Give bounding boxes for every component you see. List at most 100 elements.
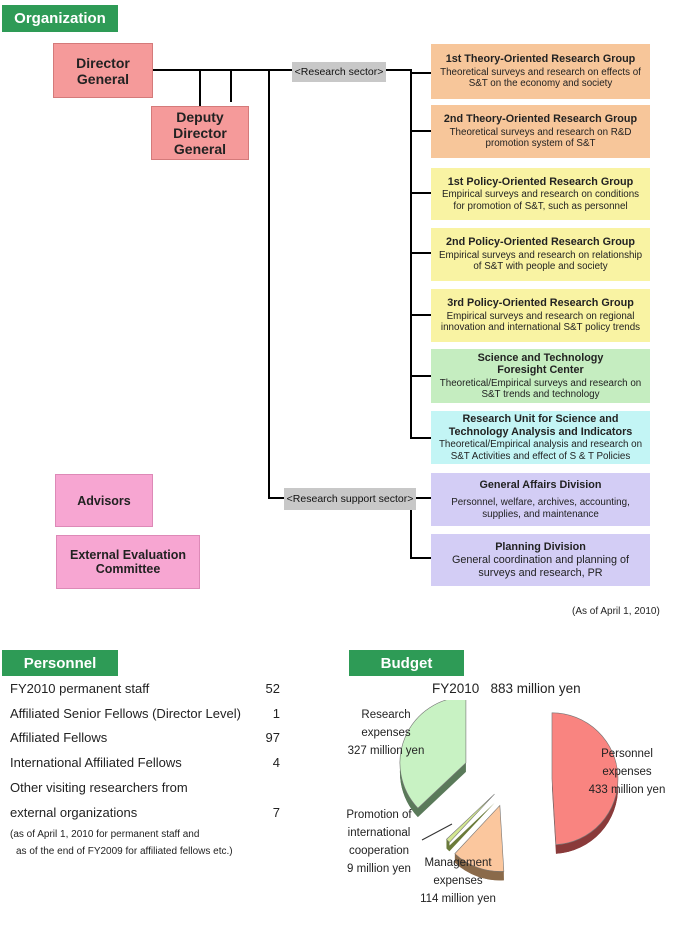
unit-desc: Theoretical/Empirical surveys and resear… <box>439 377 642 401</box>
label-line: expenses <box>602 766 652 778</box>
external-evaluation-committee-box: External Evaluation Committee <box>56 535 200 589</box>
label-line: cooperation <box>348 845 410 857</box>
sector-connector-line <box>386 69 412 71</box>
unit-title: 1st Policy-Oriented Research Group <box>447 175 634 188</box>
dg-horizontal-line <box>152 69 292 71</box>
research-expenses-label: Research expenses 327 million yen <box>338 706 434 760</box>
tick-6 <box>410 375 431 377</box>
personnel-value: 97 <box>265 730 280 745</box>
unit-desc: Theoretical surveys and research on effe… <box>440 66 641 90</box>
personnel-value <box>260 780 280 795</box>
unit-desc: Theoretical surveys and research on R&D … <box>449 126 632 150</box>
unit-title: Research Unit for Science and Technology… <box>448 413 633 438</box>
label-line: 114 million yen <box>420 893 496 905</box>
tick-4 <box>410 252 431 254</box>
committee-line1: External Evaluation <box>69 548 186 562</box>
personnel-label: Affiliated Fellows <box>10 730 108 745</box>
personnel-expenses-label: Personnel expenses 433 million yen <box>582 745 672 799</box>
unit-general-affairs: General Affairs Division Personnel, welf… <box>431 473 650 526</box>
deputy-line1: Deputy <box>176 109 224 125</box>
pie-slice-promotion-of-international-cooperation <box>446 793 495 843</box>
promotion-cooperation-label: Promotion of international cooperation 9… <box>336 806 422 878</box>
unit-planning-division: Planning Division General coordination a… <box>431 534 650 586</box>
personnel-label: Other visiting researchers from <box>10 780 188 795</box>
tick-9 <box>410 557 431 559</box>
advisors-vertical-line <box>230 70 232 102</box>
unit-3rd-policy-group: 3rd Policy-Oriented Research Group Empir… <box>431 289 650 342</box>
unit-desc: Empirical surveys and research on condit… <box>441 189 640 212</box>
unit-2nd-policy-group: 2nd Policy-Oriented Research Group Empir… <box>431 228 650 281</box>
pie-slice-edge <box>446 839 450 852</box>
support-bus-line <box>410 497 412 559</box>
label-line: Research <box>361 709 411 721</box>
label-line: expenses <box>433 875 483 887</box>
tick-2 <box>410 130 431 132</box>
unit-foresight-center: Science and Technology Foresight Center … <box>431 349 650 403</box>
label-line: Personnel <box>601 748 653 760</box>
deputy-line3: General <box>173 141 227 157</box>
management-expenses-label: Management expenses 114 million yen <box>410 854 506 908</box>
director-general-line1: Director <box>76 54 130 71</box>
personnel-value: 7 <box>272 805 280 820</box>
personnel-value: 4 <box>272 755 280 770</box>
unit-desc: General coordination and planning of sur… <box>451 554 630 579</box>
label-line: 433 million yen <box>588 784 666 796</box>
pie-slice-management-expenses <box>454 804 505 872</box>
support-connector-line <box>416 497 431 499</box>
unit-analysis-indicators: Research Unit for Science and Technology… <box>431 411 650 464</box>
budget-header: Budget <box>349 650 464 676</box>
label-line: Promotion of <box>346 809 412 821</box>
unit-desc: Empirical surveys and research on region… <box>440 310 641 334</box>
label-line: 9 million yen <box>347 863 411 875</box>
label-line: Management <box>424 857 492 869</box>
unit-title: General Affairs Division <box>479 478 602 491</box>
committee-line2: Committee <box>95 562 161 576</box>
personnel-value: 1 <box>272 706 280 721</box>
unit-1st-theory-group: 1st Theory-Oriented Research Group Theor… <box>431 44 650 99</box>
unit-desc: Empirical surveys and research on relati… <box>438 249 643 273</box>
research-sector-label: <Research sector> <box>292 62 386 82</box>
tick-5 <box>410 314 431 316</box>
unit-title: Planning Division <box>495 540 586 553</box>
support-vertical-line <box>268 70 270 498</box>
director-general-box: Director General <box>53 43 153 98</box>
deputy-vertical-line <box>199 70 201 106</box>
personnel-header: Personnel <box>2 650 118 676</box>
deputy-line2: Director <box>173 125 227 141</box>
personnel-row: Affiliated Senior Fellows (Director Leve… <box>10 706 280 721</box>
unit-title: 1st Theory-Oriented Research Group <box>445 53 636 66</box>
research-bus-line <box>410 70 412 439</box>
label-line: international <box>347 827 411 839</box>
personnel-note-1: (as of April 1, 2010 for permanent staff… <box>10 829 200 840</box>
unit-title: Science and Technology Foresight Center <box>477 351 604 377</box>
personnel-row: external organizations 7 <box>10 805 280 820</box>
advisors-box: Advisors <box>55 474 153 527</box>
organization-header: Organization <box>2 5 118 32</box>
personnel-row: FY2010 permanent staff 52 <box>10 681 280 696</box>
pie-slice-side <box>446 794 495 852</box>
unit-title: 2nd Theory-Oriented Research Group <box>443 113 638 126</box>
tick-1 <box>410 72 431 74</box>
label-line: 327 million yen <box>347 745 425 757</box>
unit-title: 2nd Policy-Oriented Research Group <box>446 236 635 249</box>
pie-slice-research-expenses <box>399 700 467 809</box>
personnel-label: FY2010 permanent staff <box>10 681 150 696</box>
budget-pie-chart <box>399 700 619 881</box>
unit-desc: Personnel, welfare, archives, accounting… <box>451 497 630 520</box>
pie-slice-personnel-expenses <box>551 712 619 846</box>
research-support-sector-label: <Research support sector> <box>284 488 416 510</box>
budget-total: FY2010 883 million yen <box>432 681 581 696</box>
tick-3 <box>410 192 431 194</box>
personnel-note-2: as of the end of FY2009 for affiliated f… <box>16 846 233 857</box>
director-general-line2: General <box>76 70 130 87</box>
personnel-row: Affiliated Fellows 97 <box>10 730 280 745</box>
unit-1st-policy-group: 1st Policy-Oriented Research Group Empir… <box>431 168 650 220</box>
personnel-label: International Affiliated Fellows <box>10 755 182 770</box>
as-of-date: (As of April 1, 2010) <box>572 606 660 617</box>
label-line: expenses <box>361 727 411 739</box>
personnel-value: 52 <box>265 681 280 696</box>
personnel-row: Other visiting researchers from <box>10 780 280 795</box>
support-horizontal-line <box>268 497 284 499</box>
promotion-leader-line <box>421 823 453 841</box>
tick-7 <box>410 437 431 439</box>
